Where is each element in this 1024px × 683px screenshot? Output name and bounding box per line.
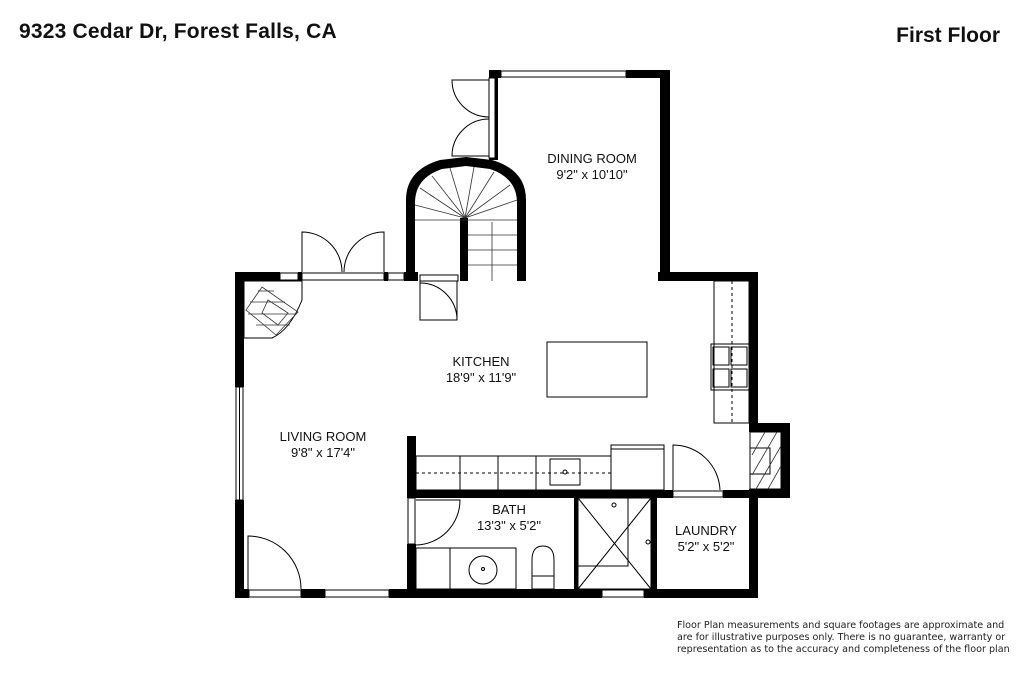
disclaimer: Floor Plan measurements and square foota… — [677, 620, 1010, 655]
kitchen-sink — [549, 458, 581, 486]
room-label-bath: BATH — [492, 502, 526, 517]
kitchen-island — [546, 341, 648, 398]
room-label-dining: DINING ROOM — [547, 151, 637, 166]
vanity — [415, 547, 517, 590]
refrigerator — [610, 444, 665, 491]
door-swing — [343, 231, 385, 273]
room-label-living: LIVING ROOM — [280, 429, 367, 444]
window — [601, 589, 645, 598]
fireplace — [749, 431, 782, 490]
floor-label: First Floor — [896, 24, 1000, 47]
door-threshold — [248, 589, 302, 598]
toilet — [531, 545, 555, 590]
room-dims-dining: 9'2" x 10'10" — [556, 167, 628, 182]
wall — [235, 500, 244, 598]
bath-door — [415, 499, 461, 546]
room-dims-laundry: 5'2" x 5'2" — [678, 539, 735, 554]
room-dims-living: 9'8" x 17'4" — [291, 445, 355, 460]
door-swing — [451, 118, 490, 157]
patio-door-opening — [301, 272, 385, 281]
range-cooktop — [710, 343, 750, 391]
door-swing — [451, 79, 490, 118]
property-address: 9323 Cedar Dr, Forest Falls, CA — [19, 20, 337, 43]
door-swing — [301, 231, 343, 273]
corner-fireplace — [243, 280, 303, 339]
room-dims-kitchen: 18'9" x 11'9" — [446, 370, 517, 385]
room-label-laundry: LAUNDRY — [675, 523, 737, 538]
door-swing — [672, 444, 721, 491]
wall — [235, 272, 280, 281]
bathroom-sink — [468, 555, 498, 585]
room-label-kitchen: KITCHEN — [452, 354, 509, 369]
room-dims-bath: 13'3" x 5'2" — [477, 518, 541, 533]
window — [324, 589, 390, 598]
wall — [235, 272, 244, 387]
entry-door — [247, 535, 302, 590]
window — [500, 70, 627, 78]
spiral-staircase — [414, 166, 518, 281]
